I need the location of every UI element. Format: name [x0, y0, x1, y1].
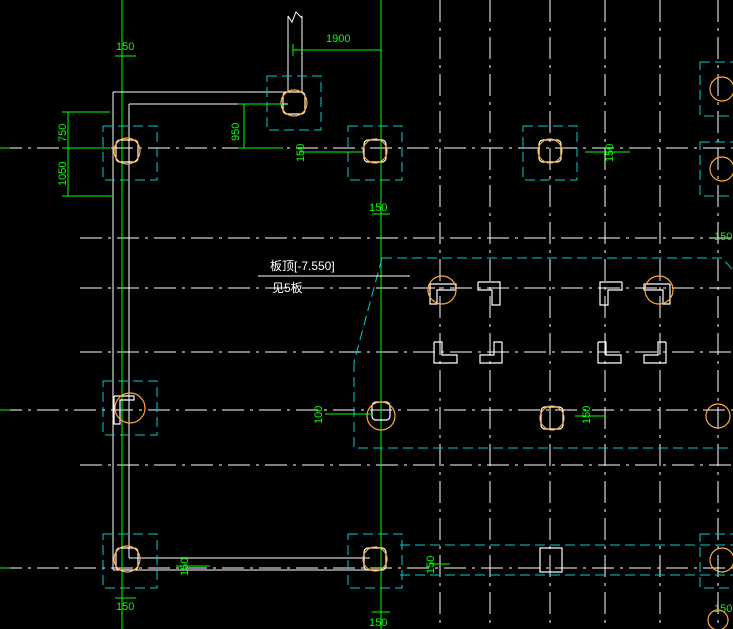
pile-cap-4	[522, 125, 578, 181]
break-line	[287, 11, 303, 24]
pile-circle-15	[709, 547, 733, 573]
pile-circle-8	[644, 275, 674, 305]
dimension-texts: 1900 150 750 950 1050 150 150 150 150 10…	[57, 33, 732, 629]
column-4	[538, 139, 562, 163]
l-column-2	[599, 281, 623, 306]
pile-cap-3	[347, 125, 403, 181]
corner-column-1	[429, 283, 457, 305]
pile-circle-9	[114, 392, 146, 424]
pile-cap-9	[347, 533, 403, 589]
pile-circle-7	[427, 275, 457, 305]
dim-150-bottom-left: 150	[116, 601, 134, 613]
pile-circle-2	[280, 89, 308, 117]
elevation-label: 板顶[-7.550]	[270, 259, 335, 273]
columns	[115, 91, 564, 573]
pile-circle-4	[537, 138, 563, 164]
dim-150-bottom-right: 150	[714, 603, 732, 615]
column-2	[282, 91, 306, 115]
sub-label: 见5板	[272, 281, 303, 295]
pile-circle-5	[709, 76, 733, 102]
dim-750: 750	[57, 124, 69, 142]
dim-150-top: 150	[116, 41, 134, 53]
dim-1900: 1900	[326, 33, 350, 45]
column-1	[115, 139, 139, 163]
dim-150-d: 150	[581, 406, 593, 424]
dim-150-c: 150	[604, 144, 616, 162]
l-column-5	[597, 341, 622, 364]
pile-circle-10	[366, 401, 396, 431]
l-column-3	[433, 341, 458, 364]
pile-caps	[102, 61, 733, 589]
pile-cap-8	[102, 533, 158, 589]
pile-circle-16	[707, 609, 729, 629]
pile-circles	[113, 76, 733, 629]
dim-100: 100	[313, 406, 325, 424]
dim-150-right-edge: 150	[714, 231, 732, 243]
dim-1050: 1050	[57, 162, 69, 186]
pile-cap-5	[699, 61, 733, 117]
pile-circle-12	[705, 403, 731, 429]
slab-outline-diagonal	[353, 257, 383, 363]
pile-cap-2	[266, 75, 322, 131]
pile-cap-1	[102, 125, 158, 181]
column-3	[363, 139, 387, 163]
dim-150-bottom-mid: 150	[369, 617, 387, 629]
dim-150-f: 150	[425, 556, 437, 574]
pile-cap-10	[699, 533, 733, 589]
vertical-grid-lines	[439, 0, 719, 629]
corner-column-3	[113, 395, 135, 425]
dim-150-b: 150	[369, 202, 387, 214]
elevation-annotation: 板顶[-7.550] 见5板	[258, 259, 410, 295]
column-8	[363, 547, 387, 571]
l-column-6	[643, 341, 667, 364]
pile-circle-6	[709, 156, 733, 182]
column-9	[539, 547, 563, 573]
pile-cap-6	[699, 141, 733, 197]
pile-circle-11	[539, 405, 565, 431]
pile-cap-7	[102, 380, 158, 436]
dimension-lines	[62, 44, 630, 613]
corner-column-2	[643, 283, 671, 305]
dim-150-a: 150	[295, 144, 307, 162]
l-column-4	[479, 341, 503, 364]
l-column-1	[477, 281, 501, 306]
column-7	[115, 547, 139, 571]
pile-circle-3	[362, 138, 388, 164]
slab-outline-top	[382, 257, 733, 271]
pile-circle-1	[113, 137, 141, 165]
axis-lines	[0, 0, 382, 629]
pile-circle-14	[362, 546, 388, 572]
l-shaped-columns	[113, 281, 671, 425]
pile-circle-13	[113, 545, 141, 573]
dim-950: 950	[230, 123, 242, 141]
dim-150-e: 150	[179, 558, 191, 576]
column-6	[540, 406, 564, 430]
slab-outline-bottom	[353, 362, 733, 449]
